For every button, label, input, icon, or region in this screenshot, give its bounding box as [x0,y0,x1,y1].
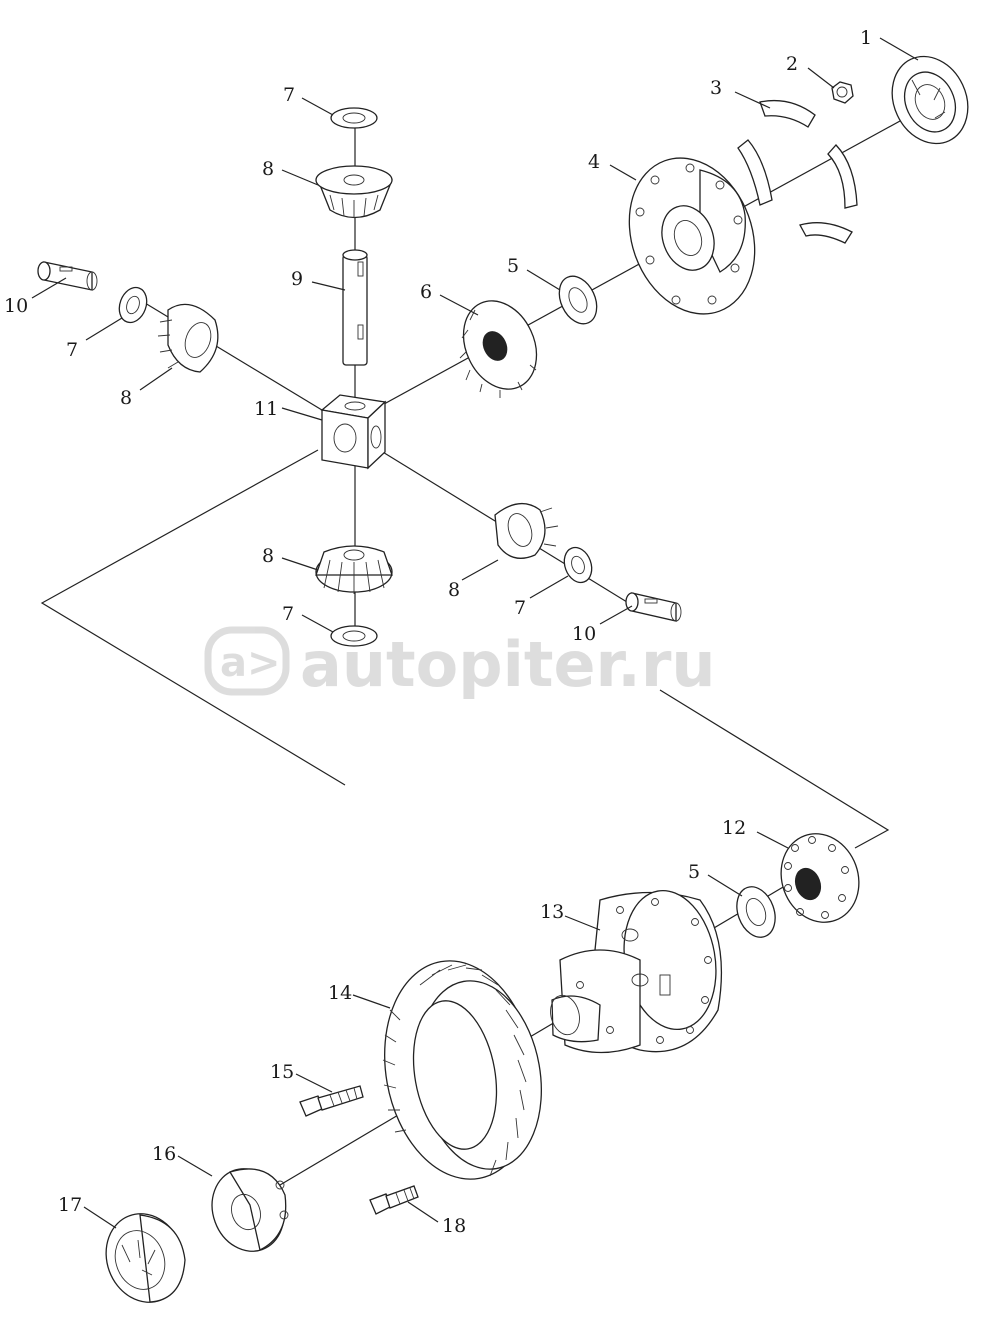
callout-8-right: 8 [448,579,460,601]
bolt-15 [299,1085,364,1117]
callout-13: 13 [540,901,564,923]
case-bolt-holes [576,898,712,1044]
callout-3: 3 [710,77,722,99]
cross-pin-9 [342,249,368,366]
nut-2 [831,81,854,104]
lock-plates-3 [737,99,858,244]
flange-cover-4 [628,157,756,315]
side-gear-12 [780,833,860,923]
callout-12: 12 [722,817,746,839]
callout-7-right: 7 [514,597,526,619]
flange-bolt-holes [635,163,743,305]
pinion-gear-8-bottom [315,545,393,594]
watermark-logo: a> [220,640,281,686]
bearing-17 [105,1213,186,1303]
watermark-logo-frame [204,626,290,696]
callout-18: 18 [442,1215,466,1237]
callout-7-top: 7 [283,84,295,106]
crown-gear-teeth [382,964,527,1177]
differential-case-13 [550,889,723,1054]
thrust-washer-5-top [558,275,598,325]
callout-10-right: 10 [572,623,596,645]
watermark: a> autopiter.ru [204,626,716,701]
callout-labels: 1 2 3 4 5 6 7 8 9 10 7 8 11 8 7 8 7 10 1… [4,27,872,1237]
callout-7-bottom: 7 [282,603,294,625]
callout-14: 14 [328,982,352,1004]
callout-1: 1 [860,27,872,49]
washer-7-right [563,546,593,584]
spider-block-11 [320,394,387,470]
pinion-gear-8-right [494,503,559,559]
callout-5-top: 5 [507,255,519,277]
callout-8-top: 8 [262,158,274,180]
washer-7-bottom [330,625,378,647]
callout-8-bottom: 8 [262,545,274,567]
callout-6: 6 [420,281,432,303]
bolt-18 [369,1185,419,1215]
bearing-1 [891,55,969,145]
leader-lines [31,37,919,1229]
side-gear-12-holes [784,836,849,919]
callout-9: 9 [291,268,303,290]
callout-4: 4 [588,151,600,173]
washer-7-left [118,286,148,324]
callout-5-bottom: 5 [688,861,700,883]
callout-17: 17 [58,1194,82,1216]
callout-11: 11 [254,398,278,420]
side-gear-6 [459,300,538,398]
callout-15: 15 [270,1061,294,1083]
crown-gear-14 [382,960,542,1180]
callout-10-left: 10 [4,295,28,317]
thrust-washer-5-bottom [736,886,776,938]
callout-8-left: 8 [120,387,132,409]
callout-16: 16 [152,1143,176,1165]
bearing-cap-16 [211,1168,289,1252]
washer-7-top [330,107,378,129]
pinion-gear-8-top [315,165,393,219]
callout-7-left: 7 [66,339,78,361]
pin-10-right [625,592,682,622]
pinion-gear-8-left [157,303,219,373]
watermark-text: autopiter.ru [300,628,716,701]
pin-10-left [37,261,98,291]
callout-2: 2 [786,53,798,75]
